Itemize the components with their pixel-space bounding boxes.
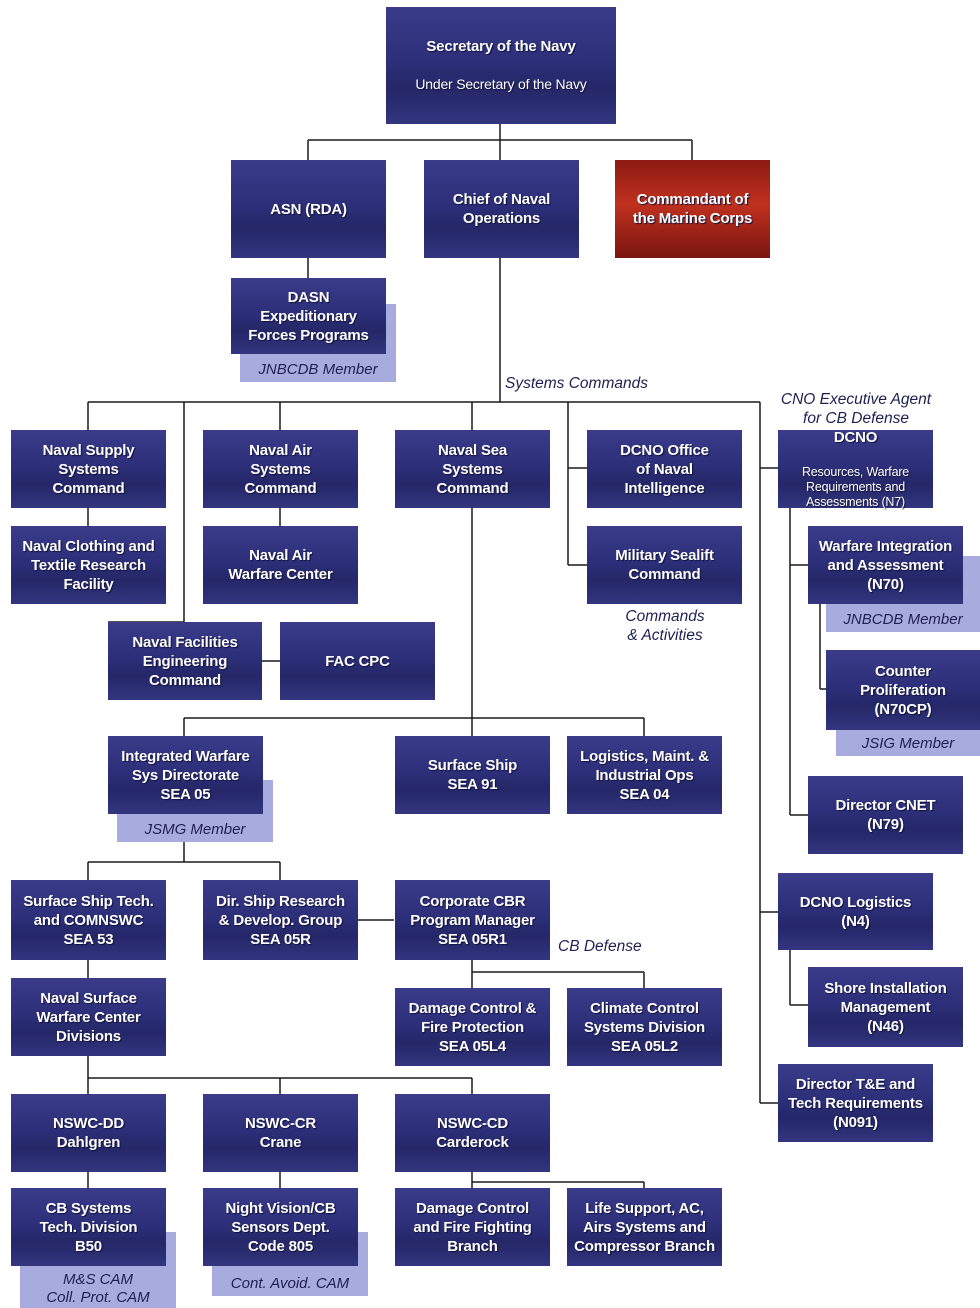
fac-cpc-box: FAC CPC bbox=[280, 622, 435, 700]
military-sealift-command-box: Military Sealift Command bbox=[587, 526, 742, 604]
counter-proliferation-box: Counter Proliferation (N70CP) bbox=[826, 650, 980, 730]
director-cnet-n79-box: Director CNET (N79) bbox=[808, 776, 963, 854]
secretary-of-the-navy-label: Secretary of the Navy bbox=[426, 38, 576, 55]
surface-ship-tech-sea53-box: Surface Ship Tech. and COMNSWC SEA 53 bbox=[11, 880, 166, 960]
naval-facilities-engineering-box: Naval Facilities Engineering Command bbox=[108, 622, 262, 700]
director-te-n091-box: Director T&E and Tech Requirements (N091… bbox=[778, 1064, 933, 1142]
surface-ship-sea91-box: Surface Ship SEA 91 bbox=[395, 736, 550, 814]
life-support-branch-box: Life Support, AC, Airs Systems and Compr… bbox=[567, 1188, 722, 1266]
nswc-cd-carderock-box: NSWC-CD Carderock bbox=[395, 1094, 550, 1172]
cb-systems-b50-box: CB Systems Tech. Division B50 bbox=[11, 1188, 166, 1266]
logistics-sea04-box: Logistics, Maint. & Industrial Ops SEA 0… bbox=[567, 736, 722, 814]
shore-installation-n46-box: Shore Installation Management (N46) bbox=[808, 967, 963, 1047]
dasn-box: DASN Expeditionary Forces Programs bbox=[231, 278, 386, 354]
damage-control-branch-box: Damage Control and Fire Fighting Branch bbox=[395, 1188, 550, 1266]
ship-research-sea05r-box: Dir. Ship Research & Develop. Group SEA … bbox=[203, 880, 358, 960]
warfare-integration-n70-box: Warfare Integration and Assessment (N70) bbox=[808, 526, 963, 604]
dcno-n7-box: DCNO Resources, Warfare Requirements and… bbox=[778, 428, 933, 509]
dcno-n7-title: DCNO bbox=[833, 428, 878, 446]
dcno-n7-subtitle: Resources, Warfare Requirements and Asse… bbox=[801, 464, 910, 509]
commandant-marine-corps-box: Commandant of the Marine Corps bbox=[615, 160, 770, 258]
naval-supply-systems-command-box: Naval Supply Systems Command bbox=[11, 430, 166, 508]
under-secretary-label: Under Secretary of the Navy bbox=[415, 76, 587, 92]
climate-control-sea05l2-box: Climate Control Systems Division SEA 05L… bbox=[567, 988, 722, 1066]
night-vision-code805-box: Night Vision/CB Sensors Dept. Code 805 bbox=[203, 1188, 358, 1266]
nswc-cr-crane-box: NSWC-CR Crane bbox=[203, 1094, 358, 1172]
naval-air-warfare-center-box: Naval Air Warfare Center bbox=[203, 526, 358, 604]
commands-activities-label: Commands & Activities bbox=[625, 608, 705, 644]
cno-executive-agent-label: CNO Executive Agent for CB Defense bbox=[780, 391, 932, 427]
secretary-of-the-navy-box: Secretary of the Navy Under Secretary of… bbox=[386, 7, 616, 124]
naval-sea-systems-command-box: Naval Sea Systems Command bbox=[395, 430, 550, 508]
chief-of-naval-operations-box: Chief of Naval Operations bbox=[424, 160, 579, 258]
naval-air-systems-command-box: Naval Air Systems Command bbox=[203, 430, 358, 508]
integrated-warfare-directorate-box: Integrated Warfare Sys Directorate SEA 0… bbox=[108, 736, 263, 814]
naval-surface-warfare-center-box: Naval Surface Warfare Center Divisions bbox=[11, 978, 166, 1056]
nswc-dd-dahlgren-box: NSWC-DD Dahlgren bbox=[11, 1094, 166, 1172]
corporate-cbr-sea05r1-box: Corporate CBR Program Manager SEA 05R1 bbox=[395, 880, 550, 960]
dcno-naval-intelligence-box: DCNO Office of Naval Intelligence bbox=[587, 430, 742, 508]
asn-rda-box: ASN (RDA) bbox=[231, 160, 386, 258]
cb-defense-label: CB Defense bbox=[558, 938, 642, 955]
dcno-logistics-n4-box: DCNO Logistics (N4) bbox=[778, 873, 933, 950]
naval-clothing-textile-box: Naval Clothing and Textile Research Faci… bbox=[11, 526, 166, 604]
damage-control-sea05l4-box: Damage Control & Fire Protection SEA 05L… bbox=[395, 988, 550, 1066]
systems-commands-label: Systems Commands bbox=[505, 375, 648, 392]
